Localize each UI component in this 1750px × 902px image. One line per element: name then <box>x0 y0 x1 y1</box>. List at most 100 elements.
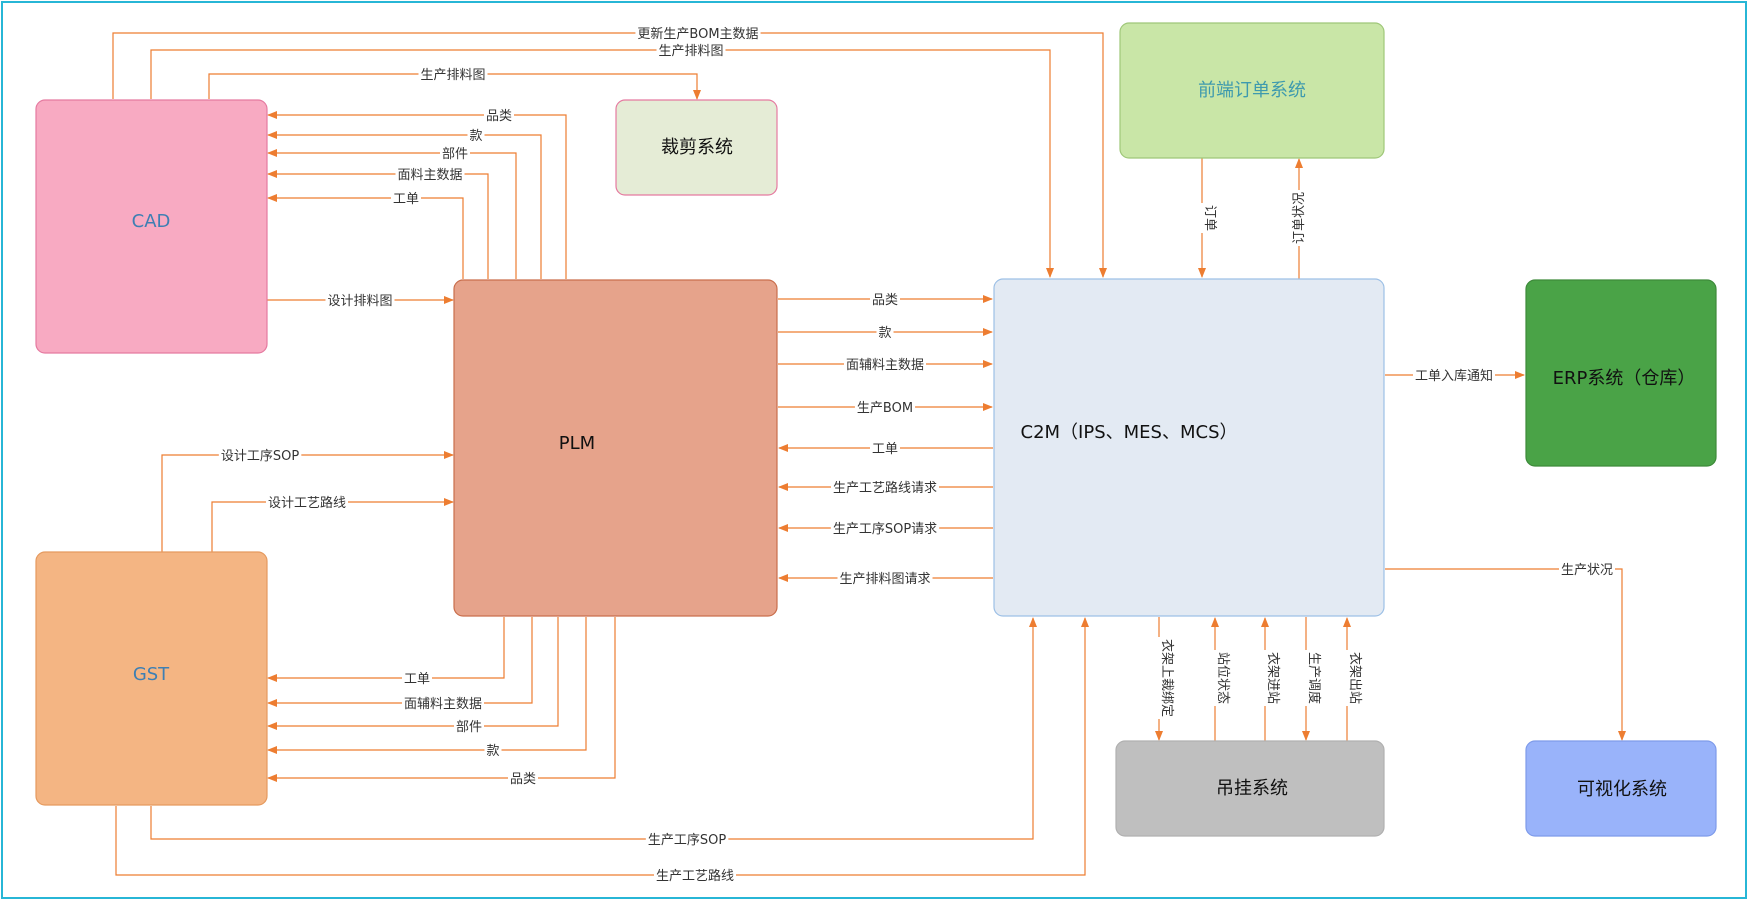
label-background <box>484 743 502 760</box>
label-background <box>869 292 901 309</box>
label-background <box>1264 649 1282 707</box>
label-cad-cut-layout: 生产排料图 <box>420 68 485 83</box>
label-gst-plm-sop: 设计工序SOP <box>221 449 299 464</box>
edge-cad-c2m-bom <box>112 32 1107 278</box>
label-background <box>418 67 488 84</box>
label-plm-c2m-bom: 生产BOM <box>857 401 913 416</box>
label-background <box>390 191 422 208</box>
label-background <box>325 293 395 310</box>
label-plm-cad-style: 款 <box>469 129 482 144</box>
label-background <box>1291 189 1308 247</box>
edge-plm-cad-category <box>267 111 567 279</box>
svg-text:C2M（IPS、MES、MCS）: C2M（IPS、MES、MCS） <box>1021 422 1238 443</box>
label-background <box>656 43 726 60</box>
label-c2m-hang-bind: 衣架上裁绑定 <box>1159 639 1175 717</box>
edge-plm-gst-category <box>267 617 616 782</box>
edge-plm-cad-order <box>267 194 464 279</box>
label-plm-c2m-style: 款 <box>878 326 891 341</box>
label-plm-gst-part: 部件 <box>456 720 482 735</box>
label-plm-cad-part: 部件 <box>442 147 468 162</box>
node-cad[interactable]: CAD <box>35 99 268 354</box>
label-plm-gst-fabric: 面辅料主数据 <box>404 697 482 712</box>
svg-text:CAD: CAD <box>132 211 171 232</box>
svg-text:吊挂系统: 吊挂系统 <box>1216 778 1288 799</box>
edge-gst-plm-sop <box>161 451 454 552</box>
svg-text:前端订单系统: 前端订单系统 <box>1198 80 1306 101</box>
label-background <box>830 479 940 497</box>
edge-c2m-vis-status <box>1385 568 1626 741</box>
svg-text:可视化系统: 可视化系统 <box>1577 779 1667 800</box>
label-background <box>1305 649 1323 707</box>
edge-plm-cad-part <box>267 149 517 279</box>
label-plm-cad-category: 品类 <box>486 109 512 124</box>
label-background <box>653 867 737 885</box>
label-plm-cad-order: 工单 <box>393 192 419 207</box>
label-c2m-plm-order: 工单 <box>872 442 898 457</box>
label-background <box>645 832 729 849</box>
label-c2m-erp-notice: 工单入库通知 <box>1415 368 1493 384</box>
label-background <box>507 771 539 788</box>
label-c2m-vis-status: 生产状况 <box>1561 563 1613 578</box>
edge-gst-c2m-route <box>115 617 1089 876</box>
label-background <box>869 441 901 458</box>
label-background <box>453 719 485 736</box>
label-background <box>395 167 465 184</box>
label-background <box>837 571 933 588</box>
label-background <box>218 448 302 465</box>
label-c2m-plm-route-req: 生产工艺路线请求 <box>833 480 937 496</box>
node-front[interactable]: 前端订单系统 <box>1119 22 1385 159</box>
label-c2m-hang-dispatch: 生产调度 <box>1306 652 1322 704</box>
edge-cad-c2m-layout <box>150 49 1054 278</box>
edge-plm-gst-part <box>267 617 559 730</box>
edge-labels: 更新生产BOM主数据 生产排料图 生产排料图 品类 款 部件 面料主数据 工单 … <box>218 25 1616 885</box>
label-cad-plm-design-layout: 设计排料图 <box>327 294 392 309</box>
label-hang-c2m-out: 衣架出站 <box>1347 652 1363 704</box>
label-gst-plm-route: 设计工艺路线 <box>268 495 346 511</box>
label-c2m-plm-layout-req: 生产排料图请求 <box>839 572 930 587</box>
label-c2m-plm-sop-req: 生产工序SOP请求 <box>833 522 937 537</box>
label-hang-c2m-in: 衣架进站 <box>1265 652 1281 704</box>
label-front-c2m-order: 订单 <box>1202 205 1217 231</box>
edge-plm-gst-style <box>267 617 587 754</box>
label-plm-gst-order: 工单 <box>404 672 430 687</box>
label-background <box>439 146 471 163</box>
label-cad-c2m-layout: 生产排料图 <box>658 44 723 59</box>
node-c2m[interactable]: C2M（IPS、MES、MCS） <box>993 278 1385 617</box>
label-background <box>854 400 916 417</box>
node-hang[interactable]: 吊挂系统 <box>1115 740 1385 837</box>
label-background <box>1558 562 1616 579</box>
edge-plm-gst-order <box>267 617 505 682</box>
label-hang-c2m-station: 站位状态 <box>1215 652 1230 704</box>
svg-text:ERP系统（仓库）: ERP系统（仓库） <box>1553 368 1696 389</box>
edge-gst-c2m-sop <box>150 617 1037 840</box>
edge-plm-cad-style <box>267 131 542 279</box>
edge-gst-plm-route <box>211 498 454 552</box>
node-vis[interactable]: 可视化系统 <box>1525 740 1717 837</box>
label-c2m-front-status: 订单状况 <box>1292 192 1307 244</box>
svg-text:GST: GST <box>133 664 170 685</box>
label-cad-c2m-bom: 更新生产BOM主数据 <box>637 26 758 42</box>
label-background <box>830 521 940 538</box>
label-background <box>1201 202 1218 234</box>
edge-plm-cad-fabric <box>267 170 489 279</box>
label-background <box>265 494 349 512</box>
label-background <box>1158 636 1176 720</box>
label-gst-c2m-route: 生产工艺路线 <box>656 868 734 884</box>
label-gst-c2m-sop: 生产工序SOP <box>648 833 726 848</box>
label-background <box>483 108 515 125</box>
label-background <box>843 357 927 374</box>
label-background <box>876 325 894 342</box>
label-plm-gst-category: 品类 <box>510 772 536 787</box>
label-plm-cad-fabric: 面料主数据 <box>397 168 462 183</box>
label-background <box>401 696 485 713</box>
node-plm[interactable]: PLM <box>453 279 778 617</box>
node-cut[interactable]: 裁剪系统 <box>615 99 778 196</box>
label-plm-c2m-fabric: 面辅料主数据 <box>846 358 924 373</box>
label-background <box>1412 367 1496 385</box>
label-background <box>635 25 761 43</box>
label-background <box>467 128 485 145</box>
node-gst[interactable]: GST <box>35 551 268 806</box>
node-erp[interactable]: ERP系统（仓库） <box>1525 279 1717 467</box>
